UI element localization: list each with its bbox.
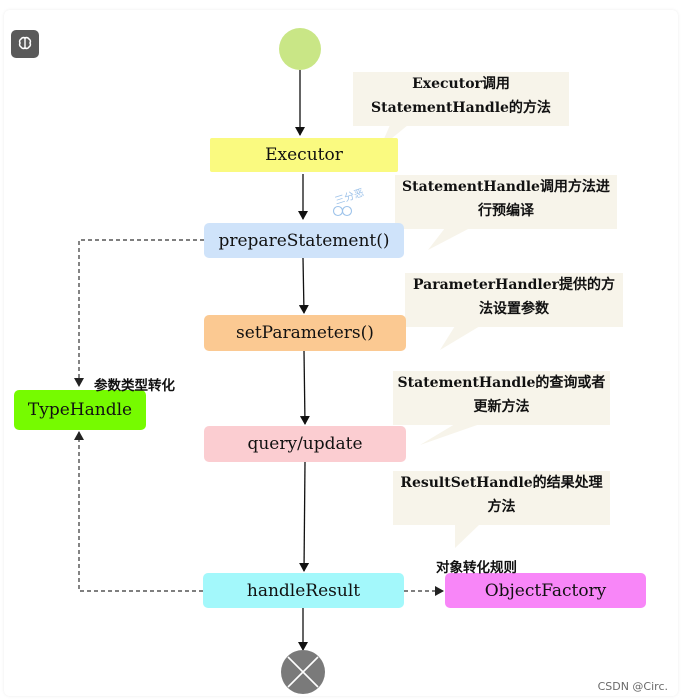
end-node-icon — [281, 650, 325, 694]
note-set-params-line2: 法设置参数 — [479, 301, 549, 317]
type-handle-node: TypeHandle — [14, 390, 146, 430]
brain-button[interactable] — [11, 30, 39, 58]
note-query-line1: StatementHandle的查询或者 — [397, 375, 606, 391]
note-executor: Executor调用 StatementHandle的方法 — [353, 72, 569, 126]
watermark: CSDN @Circ. — [597, 680, 668, 693]
stamp-face-icon — [332, 205, 353, 217]
note-executor-line1: Executor调用 — [412, 76, 510, 92]
object-factory-node: ObjectFactory — [445, 573, 646, 608]
flow-arrow-5 — [299, 461, 310, 572]
query-update-node: query/update — [204, 426, 406, 462]
note-set-params-line1: ParameterHandler提供的方 — [412, 277, 615, 293]
note-tails — [380, 125, 480, 548]
flow-arrow-3 — [298, 257, 309, 314]
note-prepare-line2: 行预编译 — [478, 203, 534, 219]
note-query: StatementHandle的查询或者 更新方法 — [393, 371, 610, 425]
start-node-icon — [279, 28, 321, 70]
prepare-statement-node: prepareStatement() — [204, 223, 404, 258]
note-prepare: StatementHandle调用方法进 行预编译 — [395, 175, 617, 229]
handle-result-node: handleResult — [203, 573, 404, 608]
set-parameters-node: setParameters() — [204, 315, 406, 351]
note-handle-result-line1: ResultSetHandle的结果处理 — [400, 475, 603, 491]
dashed-arrow-result-typehandle — [74, 431, 203, 592]
note-prepare-line1: StatementHandle调用方法进 — [402, 179, 610, 195]
object-rule-label: 对象转化规则 — [436, 560, 517, 576]
brain-icon — [18, 36, 32, 50]
note-set-params: ParameterHandler提供的方 法设置参数 — [405, 273, 623, 327]
executor-node: Executor — [210, 138, 398, 172]
note-executor-line2: StatementHandle的方法 — [371, 100, 551, 116]
type-conversion-label: 参数类型转化 — [94, 378, 175, 394]
note-handle-result-line2: 方法 — [487, 499, 516, 515]
note-handle-result: ResultSetHandle的结果处理 方法 — [393, 471, 610, 525]
dashed-arrow-prepare-typehandle — [74, 239, 204, 387]
flow-arrow-4 — [299, 350, 310, 425]
note-query-line2: 更新方法 — [473, 399, 530, 415]
